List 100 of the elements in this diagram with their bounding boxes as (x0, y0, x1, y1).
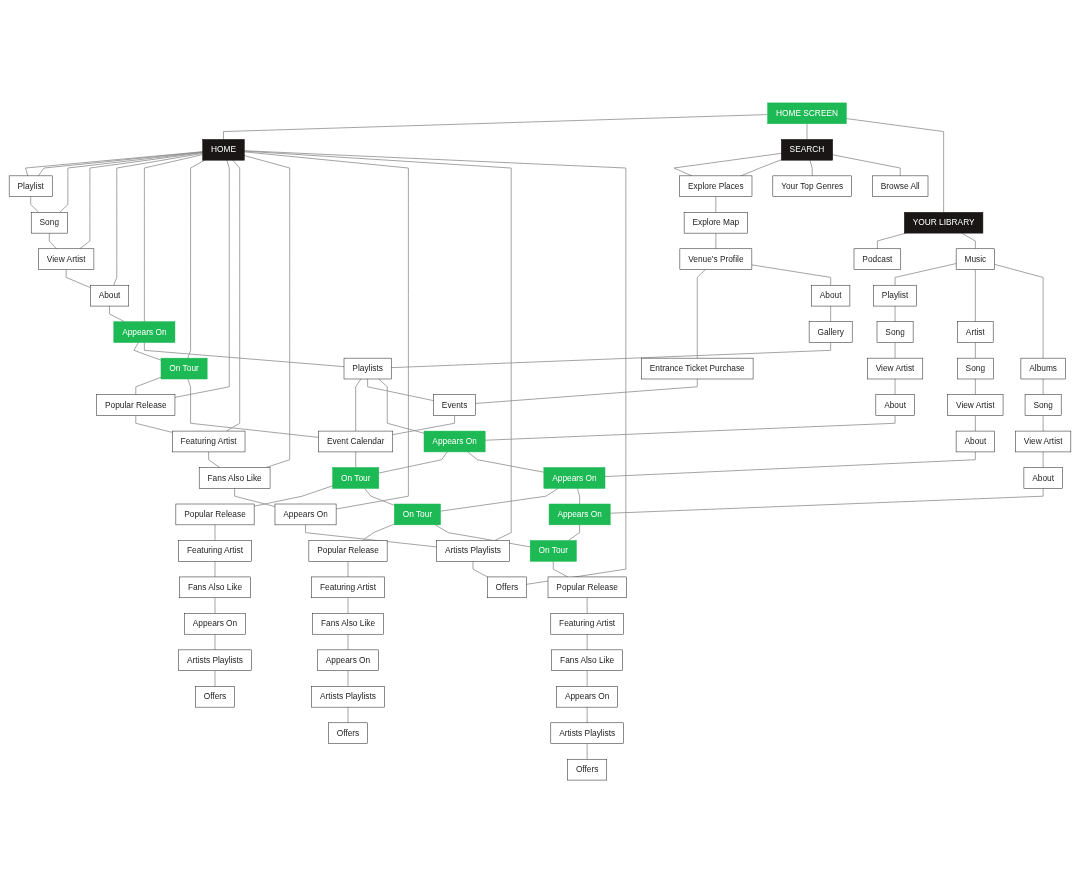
connector (809, 159, 813, 177)
connector (974, 415, 976, 432)
node-box: Featuring Artist (311, 576, 385, 599)
node-box: Song (957, 357, 994, 380)
connector (1042, 451, 1044, 468)
connector (974, 378, 976, 395)
connector (367, 378, 434, 401)
node-box: On Tour (394, 503, 441, 526)
node-box: Appears On (113, 321, 176, 343)
connector (109, 305, 125, 323)
node-box: Artist (957, 321, 994, 343)
connector (253, 485, 333, 507)
node-box: SEARCH (781, 139, 833, 161)
node-box: Popular Release (308, 540, 388, 562)
node-box: Appears On (556, 686, 618, 708)
connector (609, 488, 1044, 514)
connector (347, 560, 349, 578)
node-box: Appears On (184, 613, 246, 635)
node-box: Events (433, 394, 476, 416)
connector (894, 263, 957, 286)
node-box: View Artist (38, 248, 95, 270)
connector (347, 633, 349, 651)
connector (355, 451, 357, 468)
node-box: Offers (195, 686, 235, 708)
connector (48, 232, 57, 250)
node-box: Explore Map (683, 212, 748, 234)
connector (567, 524, 580, 541)
connector (364, 488, 395, 506)
connector (378, 378, 425, 434)
connector (390, 342, 832, 369)
connector (894, 378, 896, 395)
connector (65, 269, 91, 288)
connector (347, 670, 349, 687)
connector (214, 633, 216, 651)
node-box: Playlist (8, 175, 53, 197)
connector (586, 706, 588, 724)
connector (243, 150, 512, 541)
node-box: HOME (202, 139, 245, 161)
connector (715, 232, 717, 250)
connector (586, 743, 588, 760)
node-box: Music (955, 248, 995, 270)
connector (472, 560, 488, 578)
node-box: Podcast (853, 248, 902, 270)
node-box: Appears On (543, 467, 606, 489)
connector (234, 488, 276, 507)
node-box: Artists Playlists (436, 540, 510, 562)
connector (715, 196, 717, 213)
node-box: About (955, 430, 995, 453)
connector (877, 232, 907, 250)
node-box: Your Top Genres (772, 175, 852, 197)
node-box: Song (876, 321, 914, 343)
connector (79, 152, 204, 250)
node-box: Albums (1020, 357, 1066, 380)
node-box: Offers (328, 722, 368, 744)
connector (214, 597, 216, 614)
connector (347, 597, 349, 614)
node-box: HOME SCREEN (767, 102, 847, 125)
node-box: View Artist (867, 357, 924, 380)
connector (378, 451, 448, 474)
node-box: Artists Playlists (550, 722, 624, 744)
node-box: Appears On (317, 649, 379, 671)
node-box: Playlist (873, 284, 917, 307)
node-box: About (90, 284, 129, 307)
node-box: On Tour (529, 540, 577, 562)
connector (362, 523, 395, 541)
node-box: Venue's Profile (679, 248, 753, 270)
node-box: Browse All (872, 175, 929, 197)
connector (961, 232, 976, 250)
node-box: Fans Also Like (198, 467, 271, 489)
connector (1042, 415, 1044, 432)
connector (994, 263, 1044, 359)
connector (467, 451, 545, 473)
connector (305, 524, 438, 548)
connector (113, 152, 204, 286)
node-box: Popular Release (96, 394, 176, 416)
node-box: Popular Release (175, 503, 255, 526)
node-box: Offers (567, 759, 607, 781)
connector (135, 415, 173, 433)
connector (604, 451, 976, 477)
connector (673, 152, 782, 177)
node-box: Event Calendar (318, 430, 393, 453)
node-box: Fans Also Like (312, 613, 384, 635)
node-box: Featuring Artist (172, 430, 246, 453)
connector (806, 123, 808, 140)
node-box: Appears On (548, 503, 611, 526)
connector (1042, 378, 1044, 395)
connector (187, 378, 320, 438)
connector (832, 154, 901, 177)
connector (830, 305, 832, 323)
connector (144, 154, 204, 323)
connector (133, 342, 162, 361)
connector (586, 633, 588, 651)
node-box: View Artist (1015, 430, 1072, 453)
node-box: Song (30, 212, 68, 234)
node-box: About (1023, 467, 1063, 489)
node-box: On Tour (160, 357, 208, 380)
connector (208, 451, 221, 468)
connector (144, 342, 345, 368)
node-box: Playlists (343, 357, 392, 380)
connector (577, 488, 580, 505)
